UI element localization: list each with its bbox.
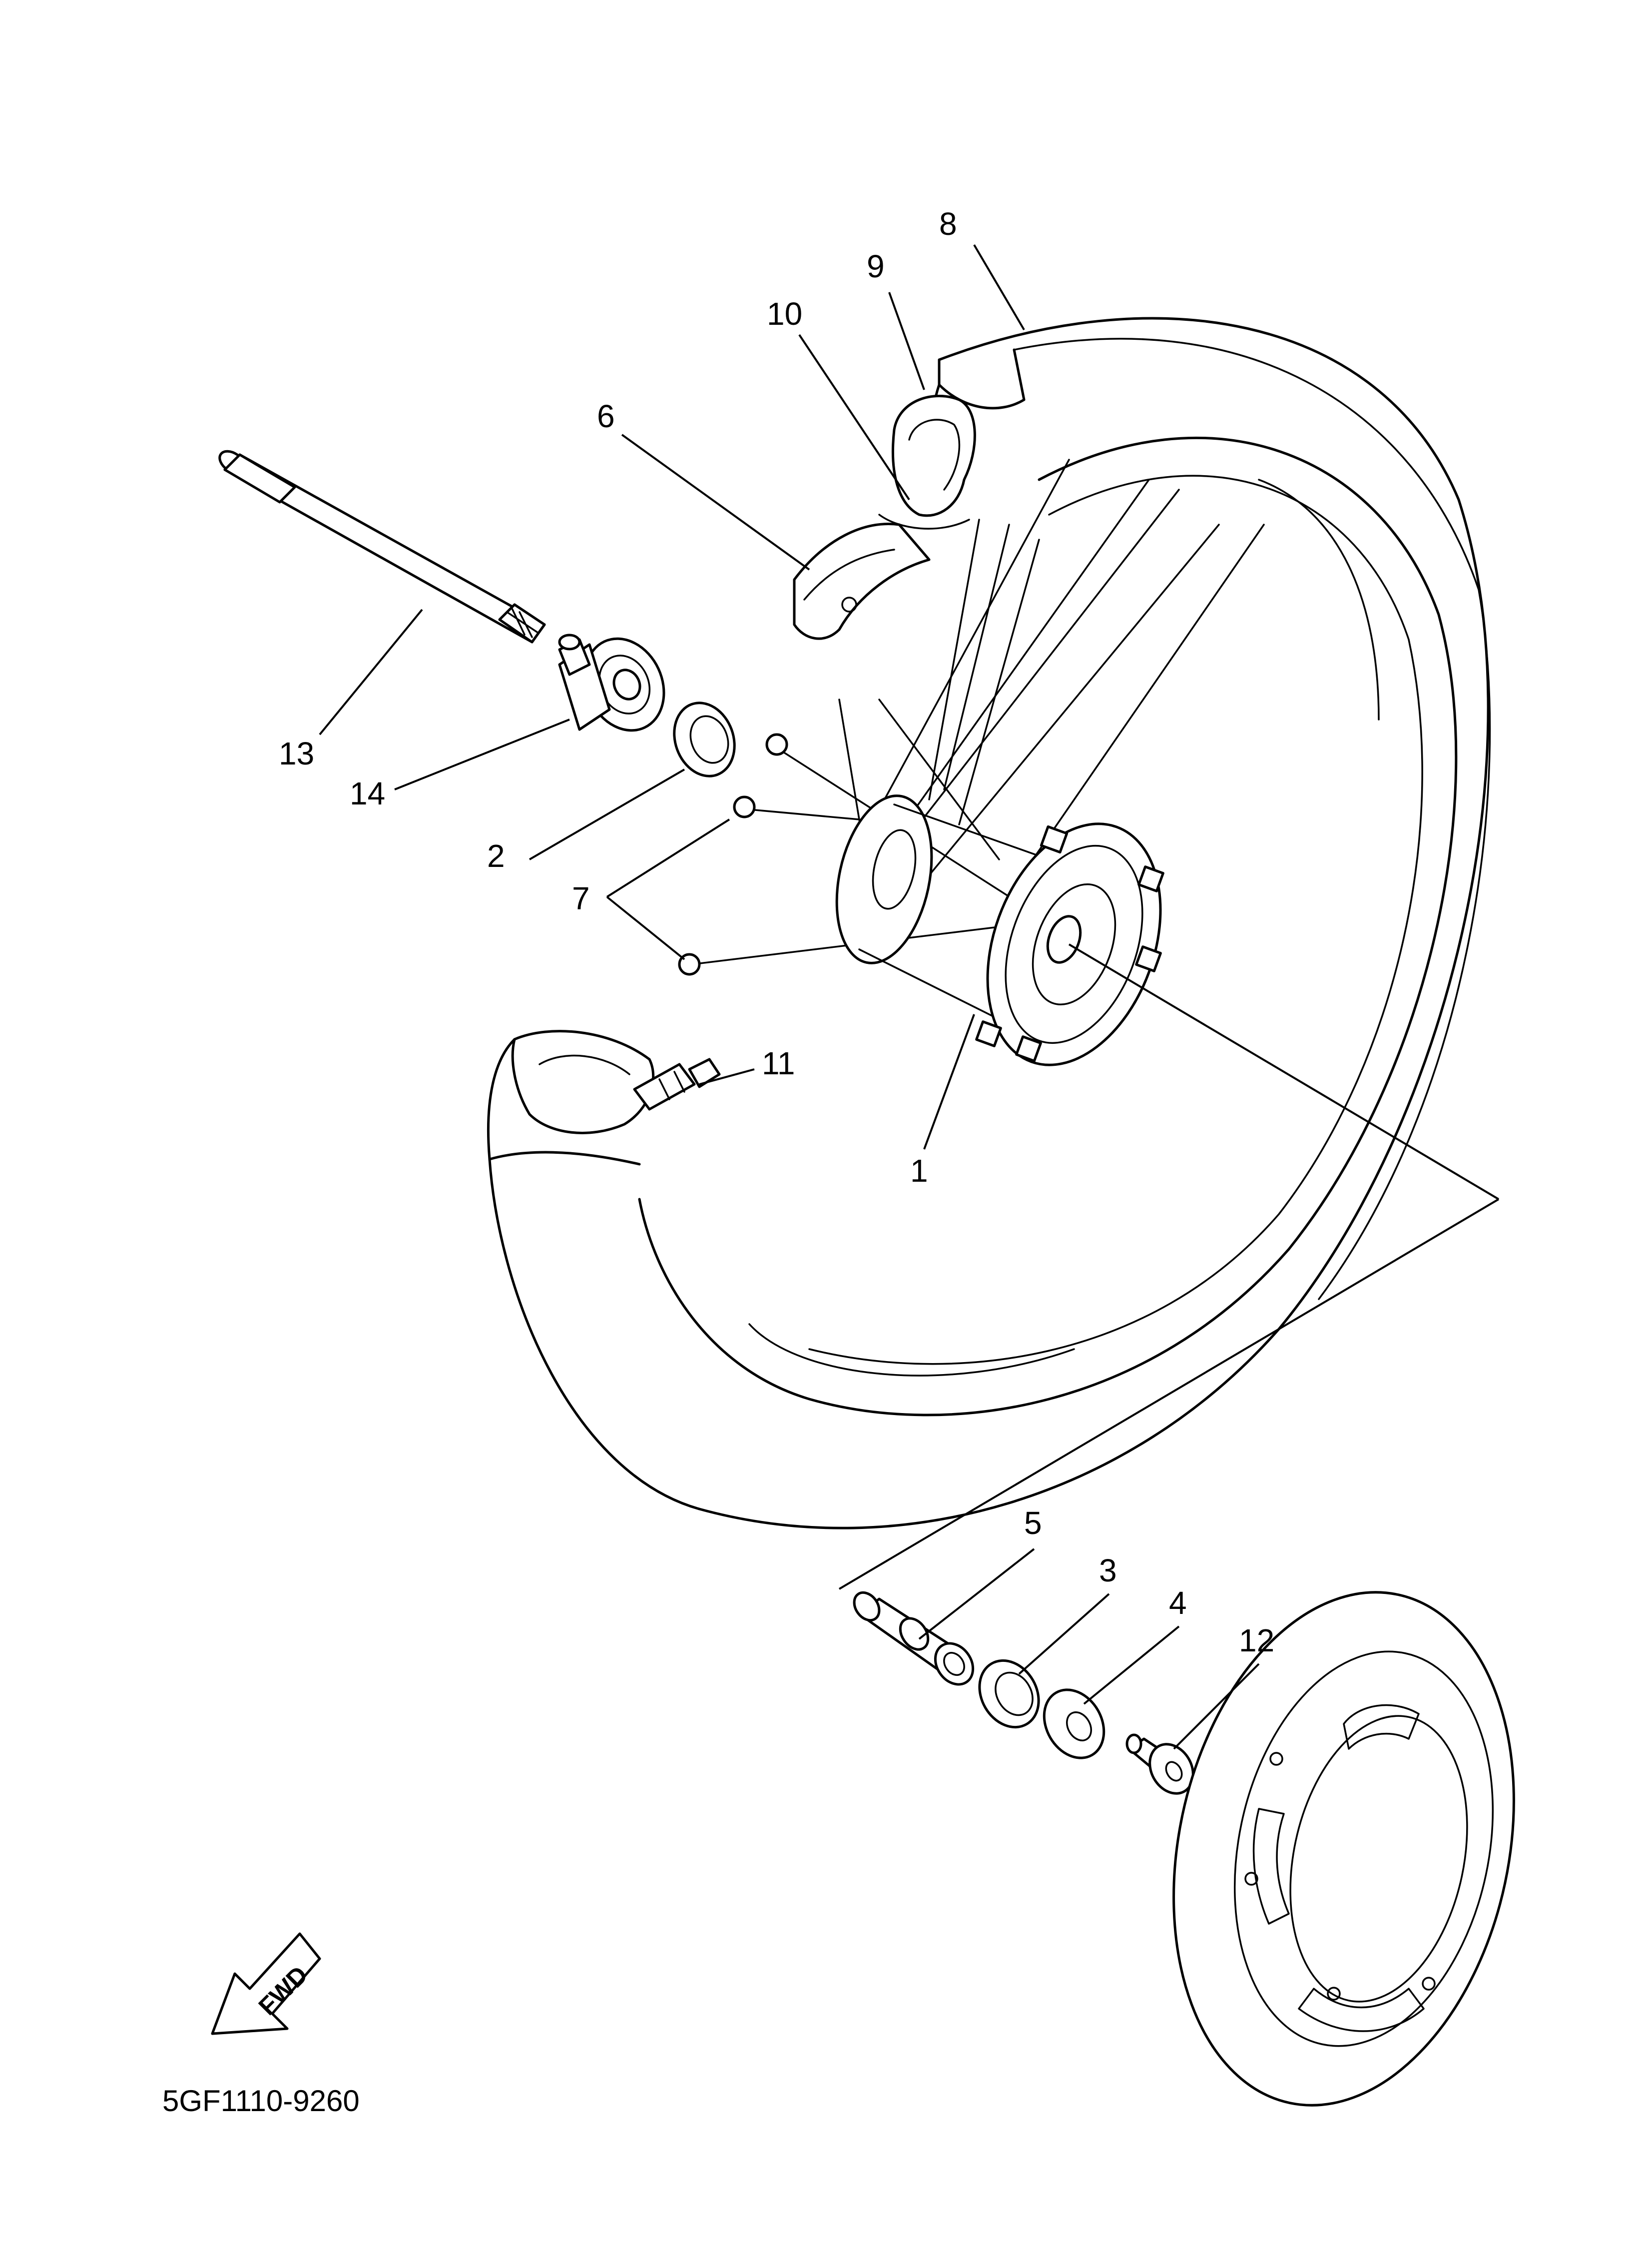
leader-lines [319, 244, 1260, 1750]
callout-4: 4 [1169, 1585, 1187, 1621]
spokes [678, 459, 1265, 976]
callout-3: 3 [1099, 1552, 1117, 1588]
callout-12: 12 [1239, 1622, 1274, 1658]
callout-6: 6 [597, 398, 615, 434]
callout-11: 11 [762, 1045, 795, 1081]
callout-10: 10 [767, 296, 802, 332]
callout-2: 2 [487, 838, 505, 874]
part-code: 5GF1110-9260 [162, 2084, 360, 2118]
brake-disc [1172, 1591, 1515, 2107]
callout-5: 5 [1024, 1505, 1042, 1541]
oil-seal [1043, 1688, 1105, 1759]
axle [218, 450, 546, 644]
callout-7: 7 [572, 880, 590, 916]
bearing-seal [673, 702, 736, 777]
axis-lines [838, 943, 1500, 1590]
callout-14: 14 [350, 775, 385, 811]
callout-13: 13 [279, 736, 314, 771]
callout-9: 9 [867, 248, 885, 284]
speedometer-gear-unit [558, 634, 665, 732]
fwd-arrow-icon: FWD [211, 1932, 321, 2035]
hub [835, 794, 1164, 1066]
collar [1125, 1733, 1194, 1795]
callout-1: 1 [910, 1153, 928, 1189]
spacer [853, 1591, 975, 1686]
tire [488, 317, 1491, 1529]
callout-numbers: 1 2 3 4 5 6 7 8 9 10 11 12 13 14 [279, 206, 1274, 1658]
tire-lower-cut [487, 1030, 721, 1166]
bearing [978, 1659, 1040, 1729]
callout-8: 8 [939, 206, 957, 242]
